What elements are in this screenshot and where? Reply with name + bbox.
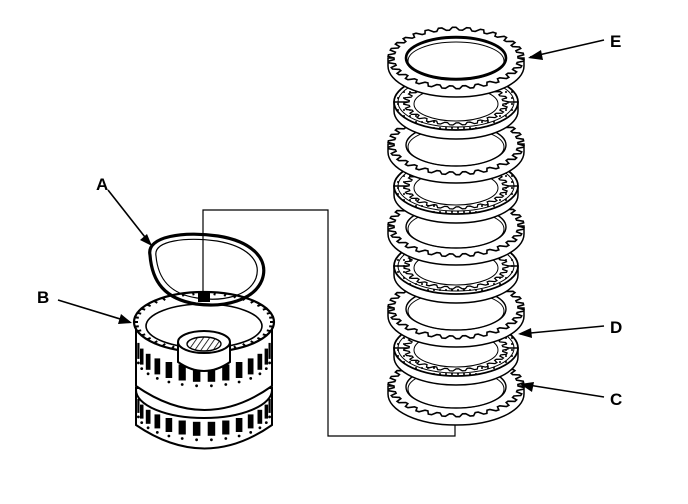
callout-c: C [520, 382, 622, 409]
callout-d: D [518, 318, 622, 338]
drum-lower-slots [137, 398, 271, 442]
plate-stack [387, 26, 525, 426]
label-d: D [610, 318, 622, 337]
assembly-connector-line [202, 209, 456, 437]
clutch-drum [132, 290, 276, 450]
snap-ring [148, 232, 266, 307]
top-plate-rim [404, 35, 508, 81]
callout-b: B [37, 288, 132, 324]
label-e: E [610, 32, 621, 51]
callout-e: E [528, 32, 621, 60]
label-a: A [96, 175, 108, 194]
label-c: C [610, 390, 622, 409]
callout-a: A [96, 175, 153, 247]
drum-upper-slots [137, 342, 271, 388]
label-b: B [37, 288, 49, 307]
